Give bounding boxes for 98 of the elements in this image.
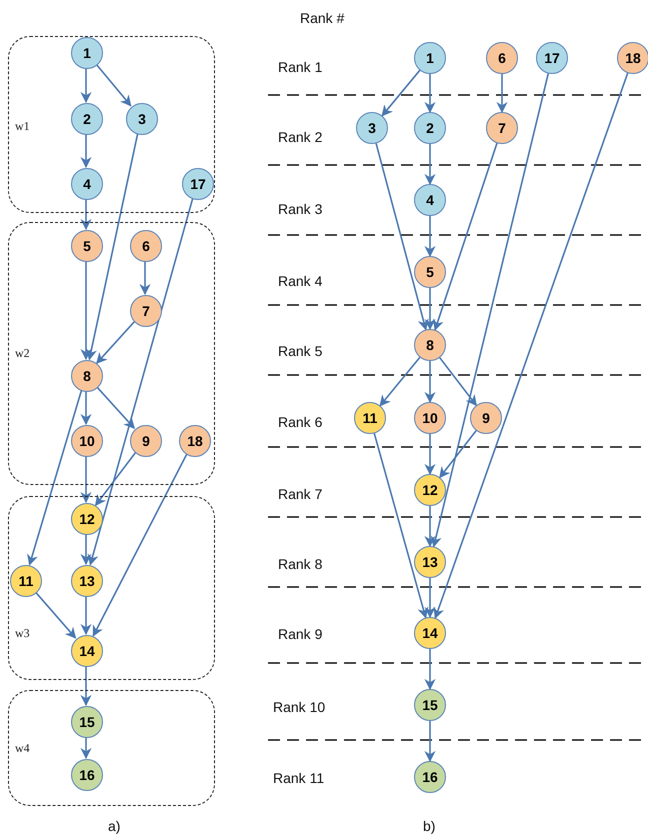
- rank-label: Rank 10: [273, 699, 326, 715]
- task-circle: 18: [617, 42, 648, 74]
- arrow: [80, 456, 92, 504]
- task-circle: 11: [354, 402, 386, 434]
- arrow: [424, 144, 436, 186]
- rank-label: Rank 5: [278, 343, 322, 359]
- group-label: w2: [15, 346, 30, 361]
- rank-label: Rank 3: [278, 201, 322, 217]
- task-circle: 10: [414, 402, 446, 434]
- task-circle: 15: [414, 689, 446, 721]
- arrow: [374, 433, 428, 619]
- task-circle: 4: [71, 168, 103, 200]
- arrow: [27, 390, 82, 566]
- task-circle: 2: [71, 103, 103, 135]
- arrow: [424, 434, 436, 476]
- arrow: [424, 578, 436, 618]
- task-circle: 5: [71, 230, 103, 262]
- arrow: [80, 666, 92, 706]
- task-circle: 1: [71, 37, 103, 69]
- task-circle: 8: [71, 360, 103, 392]
- task-circle: 13: [414, 546, 446, 578]
- task-circle: 14: [414, 617, 446, 649]
- arrow: [424, 361, 436, 404]
- arrow: [439, 430, 477, 478]
- arrow: [34, 592, 76, 639]
- arrow: [80, 534, 92, 566]
- arrow: [80, 68, 92, 104]
- arrow: [96, 64, 132, 107]
- task-circle: 12: [71, 503, 103, 535]
- task-circle: 4: [414, 184, 446, 216]
- arrow: [80, 596, 92, 636]
- panel-label: b): [423, 818, 436, 834]
- group-box: [8, 36, 215, 213]
- arrow: [433, 72, 628, 619]
- arrow: [80, 134, 92, 168]
- task-circle: 7: [130, 295, 162, 327]
- task-circle: 6: [486, 42, 518, 74]
- task-circle: 5: [414, 256, 446, 288]
- arrow: [96, 321, 135, 364]
- arrow: [96, 386, 135, 429]
- rank-label: Rank 1: [278, 59, 322, 75]
- task-circle: 2: [414, 112, 446, 144]
- arrow: [88, 198, 194, 566]
- arrow: [496, 74, 508, 114]
- task-circle: 11: [10, 565, 42, 597]
- rank-label: Rank 8: [278, 556, 322, 572]
- arrow: [375, 143, 429, 331]
- task-circle: 16: [71, 759, 103, 791]
- task-circle: 10: [71, 425, 103, 457]
- arrow: [382, 70, 420, 117]
- task-circle: 17: [536, 42, 568, 74]
- arrow: [139, 261, 151, 296]
- arrow: [86, 133, 138, 360]
- arrow: [439, 357, 477, 406]
- rank-label: Rank 2: [278, 129, 322, 145]
- arrow: [424, 216, 436, 258]
- task-circle: 15: [71, 706, 103, 738]
- axis-title: Rank #: [300, 10, 344, 26]
- group-label: w3: [15, 626, 30, 641]
- arrow: [80, 737, 92, 760]
- arrow: [80, 261, 92, 360]
- rank-label: Rank 11: [273, 770, 324, 786]
- task-circle: 9: [130, 425, 162, 457]
- rank-label: Rank 7: [278, 486, 322, 502]
- arrow: [430, 73, 550, 548]
- arrow: [424, 506, 436, 548]
- arrow: [80, 391, 92, 426]
- task-circle: 14: [71, 635, 103, 667]
- panel-label: a): [108, 818, 120, 834]
- task-circle: 1: [414, 42, 446, 74]
- group-label: w1: [15, 119, 30, 134]
- task-circle: 18: [179, 425, 211, 457]
- task-circle: 7: [486, 112, 518, 144]
- group-box: [8, 496, 215, 680]
- arrow: [424, 288, 436, 330]
- task-circle: 12: [414, 474, 446, 506]
- task-circle: 6: [130, 230, 162, 262]
- group-box: [8, 222, 215, 485]
- rank-label: Rank 9: [278, 626, 322, 642]
- arrow: [424, 649, 436, 690]
- task-circle: 3: [356, 112, 388, 144]
- group-label: w4: [15, 741, 30, 756]
- group-box: [8, 690, 215, 806]
- arrow: [92, 454, 188, 637]
- arrow: [80, 199, 92, 230]
- arrow: [432, 142, 498, 331]
- rank-label: Rank 4: [278, 273, 322, 289]
- task-circle: 3: [126, 103, 158, 135]
- task-circle: 17: [182, 168, 214, 200]
- arrow: [94, 452, 136, 506]
- task-circle: 13: [71, 565, 103, 597]
- arrow: [424, 74, 436, 114]
- rank-label: Rank 6: [278, 414, 322, 430]
- arrow: [379, 356, 420, 406]
- task-circle: 9: [470, 402, 502, 434]
- arrow: [424, 721, 436, 762]
- task-circle: 8: [414, 329, 446, 361]
- task-circle: 16: [414, 761, 446, 793]
